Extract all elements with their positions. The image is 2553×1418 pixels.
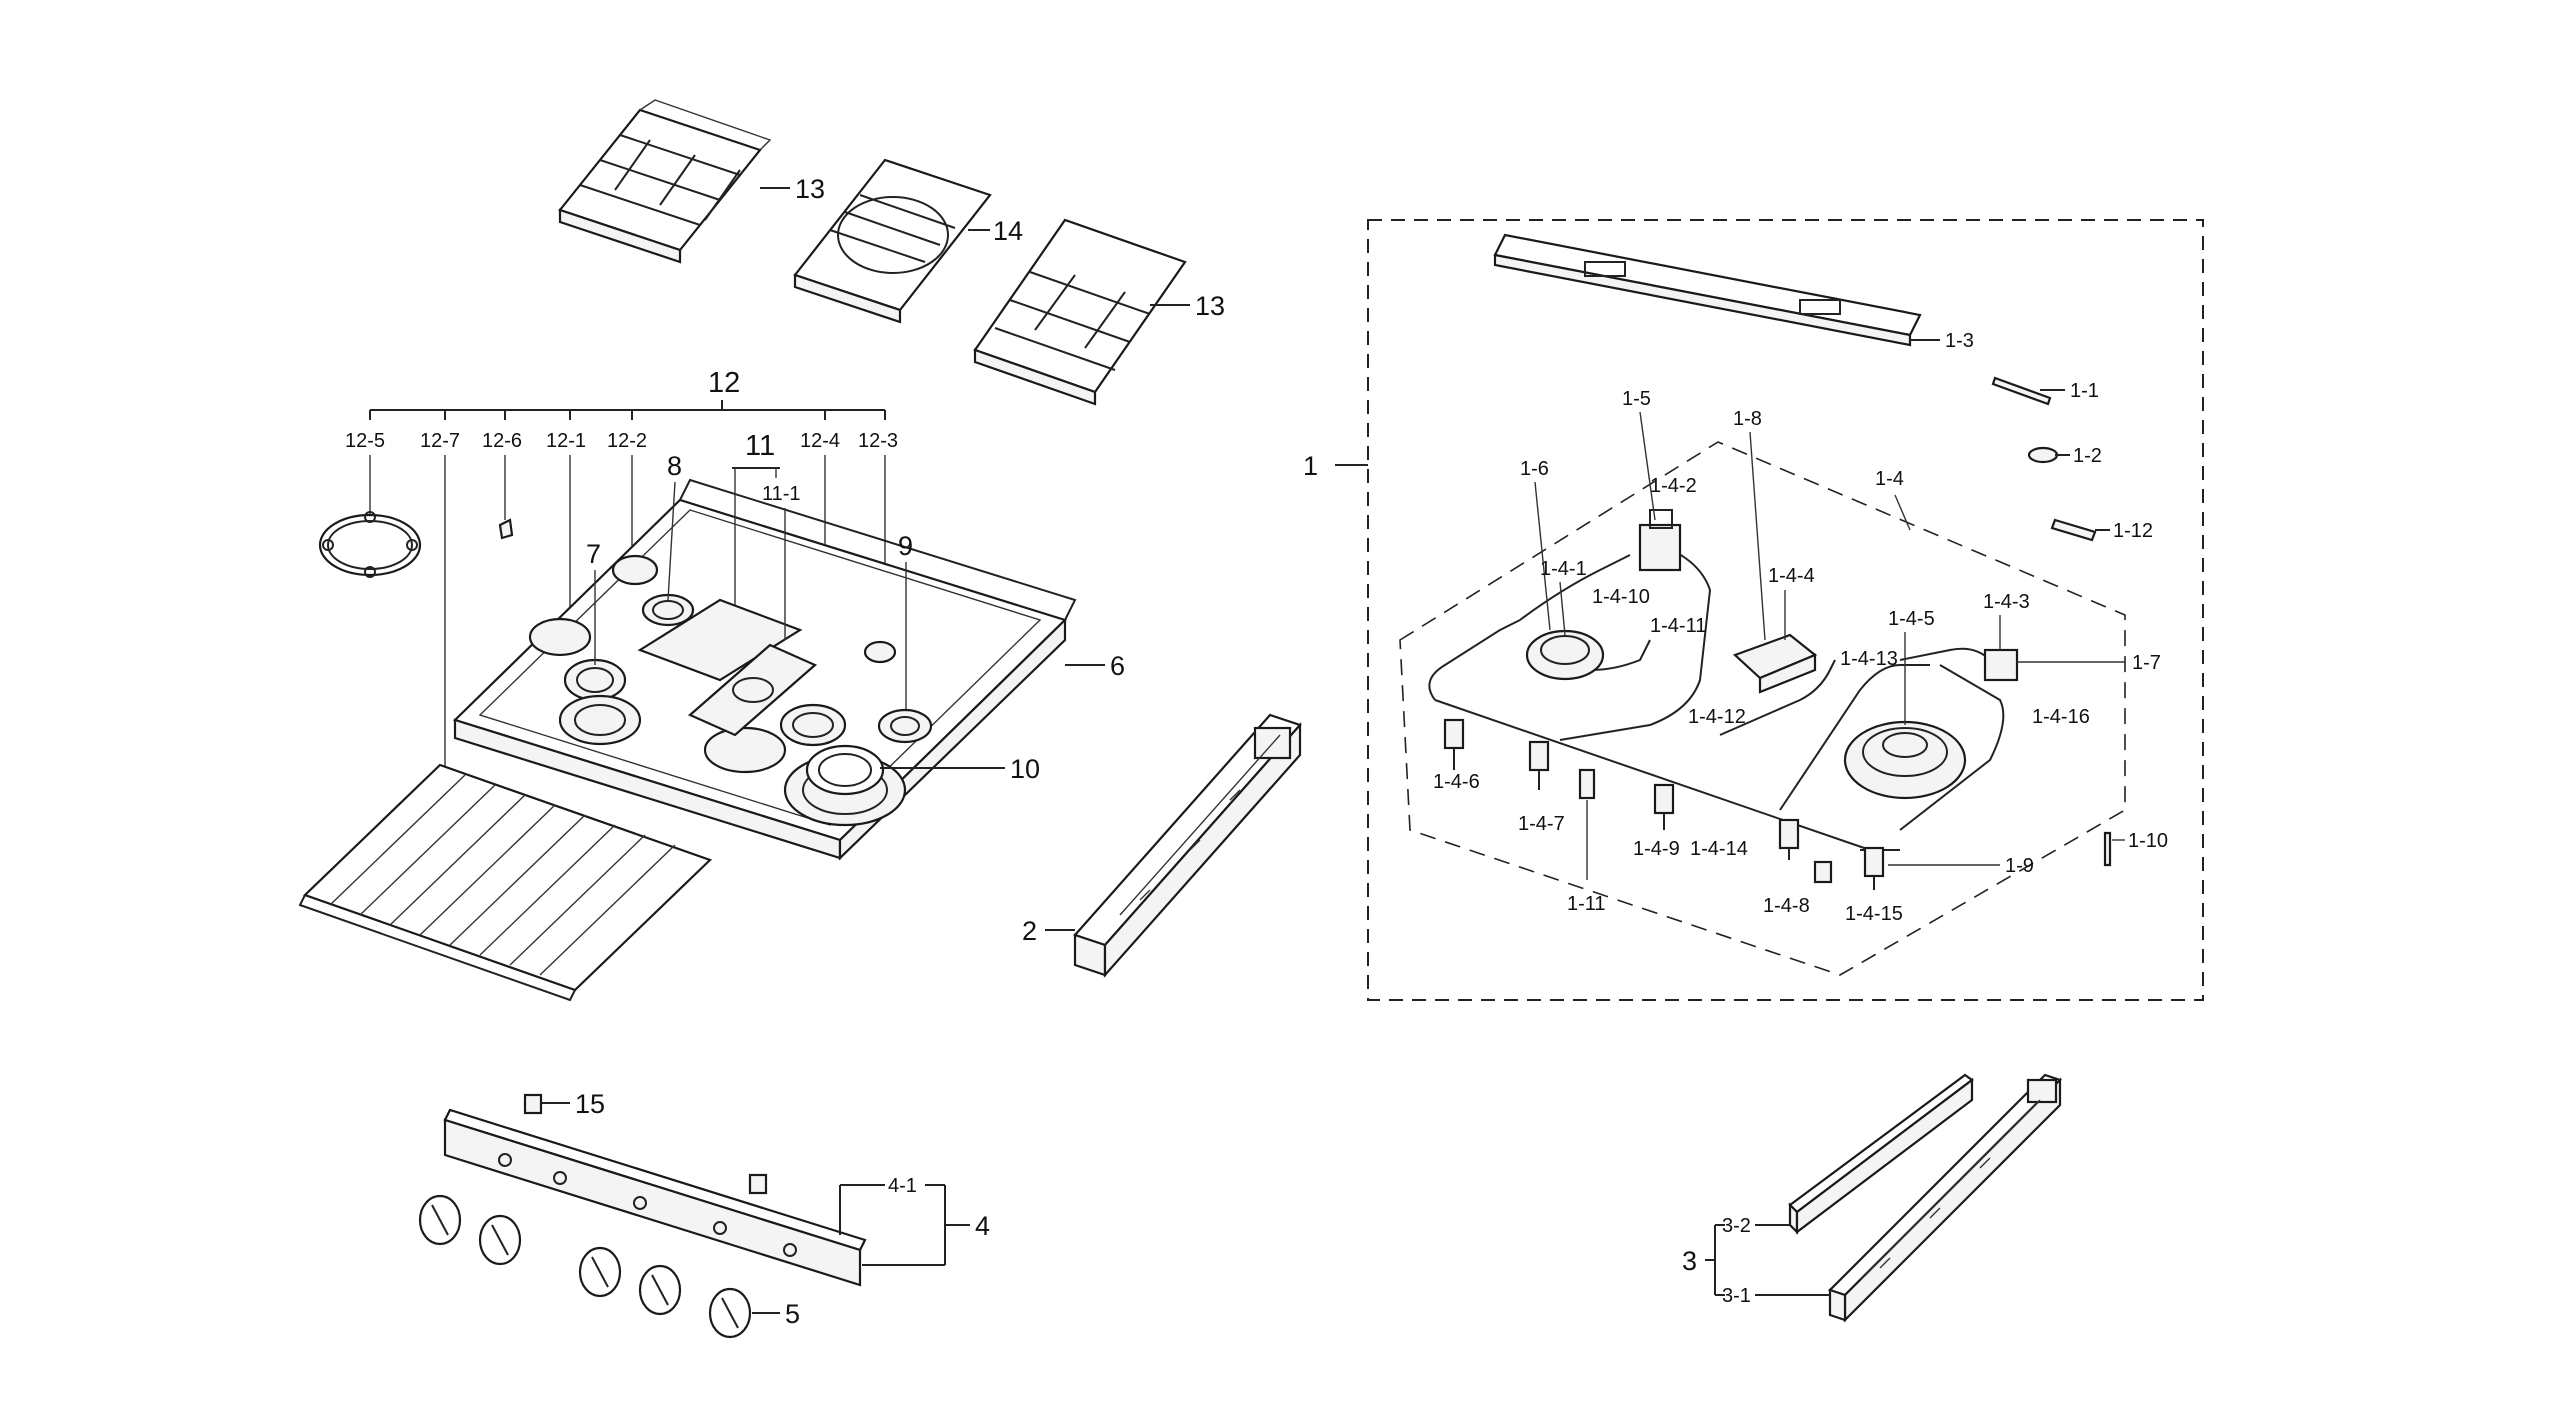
manifold-frame-1-4 [1399,441,2126,976]
callout-1-4-14: 1-4-14 [1690,838,1748,860]
part-1-12 [2050,518,2097,542]
burner-ring-12-5 [318,511,422,578]
callout-3-2: 3-2 [1722,1215,1751,1237]
valves [1443,718,1885,890]
callout-1-4: 1-4 [1875,468,1904,490]
callout-1: 1 [1303,451,1318,481]
callout-14: 14 [993,216,1023,246]
grate-13-right [973,218,1187,406]
burner-1-6 [1525,629,1605,681]
callout-12: 12 [708,367,740,399]
callout-1-4-10: 1-4-10 [1592,586,1650,608]
callout-13-right: 13 [1195,291,1225,321]
cooktop-assembly [452,478,1077,861]
callout-1-8: 1-8 [1733,408,1762,430]
clip-15 [523,1093,543,1115]
callout-1-4-15: 1-4-15 [1845,903,1903,925]
assembly-1-frame [1367,219,2204,1001]
callout-1-4-1: 1-4-1 [1540,558,1587,580]
valve-1-4-3 [1983,648,2019,682]
callout-3: 3 [1682,1246,1697,1276]
part-1-10 [2103,831,2112,867]
callout-3-1: 3-1 [1722,1285,1751,1307]
callout-1-5: 1-5 [1622,388,1651,410]
rail-3-2 [1788,1073,1974,1235]
callout-1-4-3: 1-4-3 [1983,591,2030,613]
bracket-1-3 [1493,233,1922,347]
valve-1-5 [1638,509,1682,572]
grate-14-center [793,158,992,324]
oven-rack-12-7 [298,763,713,1002]
callout-4-1: 4-1 [888,1175,917,1197]
callout-1-4-8: 1-4-8 [1763,895,1810,917]
callout-2: 2 [1022,916,1037,946]
clip-15b [748,1173,768,1195]
callout-1-1: 1-1 [2070,380,2099,402]
rail-3-1 [1827,1073,2063,1323]
callout-1-4-12: 1-4-12 [1688,706,1746,728]
part-1-1 [1991,376,2052,406]
callout-8: 8 [667,451,682,481]
clip-12-6 [498,518,514,540]
callout-12-2: 12-2 [607,430,647,452]
gas-pipes [1428,544,2005,851]
spark-module-1-8 [1732,633,1818,694]
callout-6: 6 [1110,651,1125,681]
callout-4: 4 [975,1211,990,1241]
callout-1-4-2: 1-4-2 [1650,475,1697,497]
callout-1-11: 1-11 [1567,893,1606,915]
callout-1-2: 1-2 [2073,445,2102,467]
knobs-5 [418,1194,752,1339]
callout-1-4-9: 1-4-9 [1633,838,1680,860]
side-rail-2 [1073,713,1302,978]
callout-15: 15 [575,1089,605,1119]
callout-5: 5 [785,1299,800,1329]
callout-1-4-7: 1-4-7 [1518,813,1565,835]
callout-1-7: 1-7 [2132,652,2161,674]
callout-1-4-5: 1-4-5 [1888,608,1935,630]
callout-7: 7 [586,539,601,569]
callout-10: 10 [1010,754,1040,784]
callout-1-4-11: 1-4-11 [1650,615,1706,637]
callout-1-4-6: 1-4-6 [1433,771,1480,793]
callout-12-4: 12-4 [800,430,840,452]
callout-1-6: 1-6 [1520,458,1549,480]
callout-12-7: 12-7 [420,430,460,452]
callout-9: 9 [898,531,913,561]
callout-1-12: 1-12 [2113,520,2153,542]
callout-12-1: 12-1 [546,430,586,452]
callout-12-3: 12-3 [858,430,898,452]
callout-11-1: 11-1 [762,483,801,505]
callout-1-9: 1-9 [2005,855,2034,877]
burner-1-4-5 [1843,720,1967,800]
callout-11: 11 [745,430,775,462]
callout-1-4-16: 1-4-16 [2032,706,2090,728]
callout-1-4-13: 1-4-13 [1840,648,1898,670]
part-1-2 [2027,446,2059,464]
callout-1-10: 1-10 [2128,830,2168,852]
control-panel-4 [443,1108,867,1287]
callout-13-left: 13 [795,174,825,204]
callout-12-6: 12-6 [482,430,522,452]
callout-1-3: 1-3 [1945,330,1974,352]
callout-12-5: 12-5 [345,430,385,452]
callout-1-4-4: 1-4-4 [1768,565,1815,587]
grate-13-left [558,99,772,264]
